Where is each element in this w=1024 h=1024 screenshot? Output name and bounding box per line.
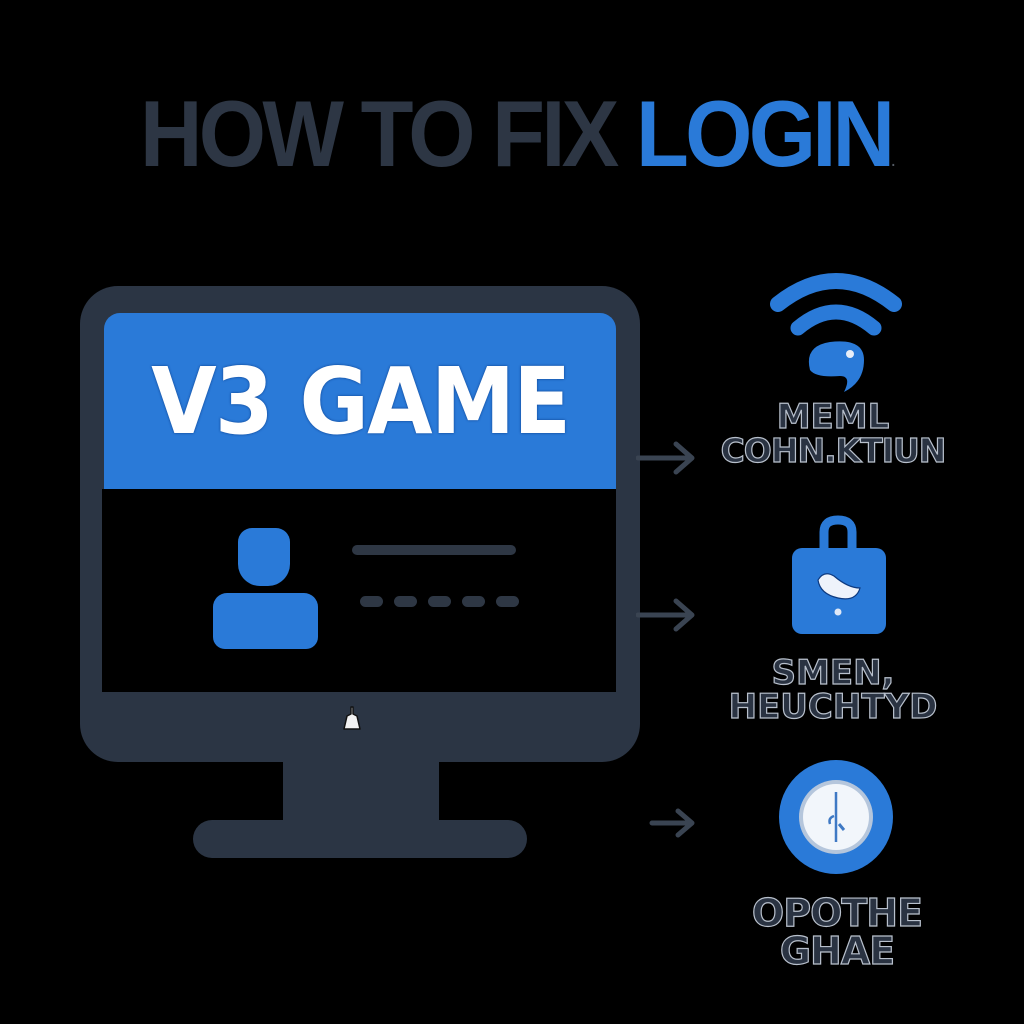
password-dot <box>496 596 519 607</box>
login-screen <box>102 489 616 692</box>
step-label-line: OPOTHE GHAE <box>751 891 923 973</box>
step-label-line: SMEN, <box>771 653 895 693</box>
arrow-right-icon <box>636 441 695 475</box>
page-title: HOW TO FIX LOGIN. <box>140 81 895 186</box>
game-title: V3 GAME <box>150 347 571 455</box>
lock-icon <box>792 515 886 634</box>
monitor-logo-icon <box>343 706 361 730</box>
password-dot <box>360 596 383 607</box>
step-label: SMEN, HEUCHTYD <box>718 653 948 727</box>
arrow-right-icon <box>649 808 695 838</box>
password-dot <box>428 596 451 607</box>
step-label-line: COHN.ΚTIUN <box>720 431 947 470</box>
user-avatar-head-icon <box>238 528 290 586</box>
step-label-line: MEML <box>776 397 890 437</box>
step-label: MEML COHN.ΚTIUN <box>718 397 948 470</box>
wifi-icon <box>770 273 902 392</box>
title-highlight: LOGIN <box>636 81 895 186</box>
monitor-stand-base <box>193 820 527 858</box>
clock-icon <box>779 760 893 874</box>
password-dot <box>394 596 417 607</box>
username-field[interactable] <box>352 545 516 555</box>
user-avatar-body-icon <box>213 593 318 649</box>
arrow-right-icon <box>636 598 695 632</box>
step-label-line: HEUCHTYD <box>728 687 938 727</box>
password-dot <box>462 596 485 607</box>
monitor-stand-neck <box>283 760 439 824</box>
title-suffix: . <box>891 153 896 169</box>
game-banner: V3 GAME <box>104 313 616 489</box>
title-prefix: HOW TO FIX <box>140 81 637 186</box>
step-label: OPOTHE GHAE <box>702 891 972 973</box>
password-field[interactable] <box>360 596 519 607</box>
